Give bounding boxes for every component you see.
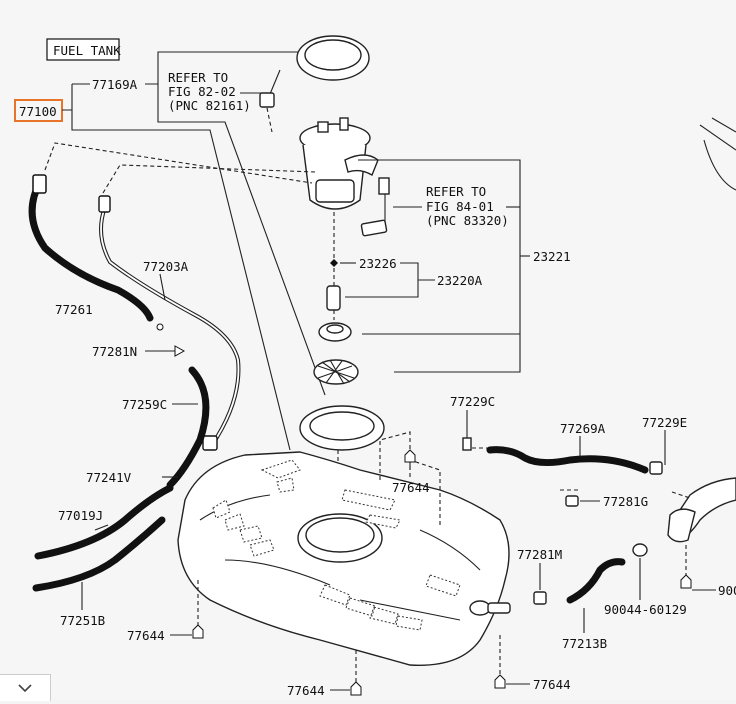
- ref2-line2: FIG 84-01: [426, 199, 494, 214]
- bracket-23221: [358, 159, 521, 373]
- clamp-77229E: [649, 461, 663, 475]
- ref1-line1: REFER TO: [168, 70, 228, 85]
- sender-connector: [259, 69, 281, 133]
- lock-ring: [296, 35, 370, 81]
- ref1-line3: (PNC 82161): [168, 98, 251, 113]
- callout-77259C[interactable]: 77259C: [122, 397, 167, 412]
- clamp-90044-60129: [632, 543, 648, 557]
- ref1-line2: FIG 82-02: [168, 84, 236, 99]
- pump-cushion: [318, 322, 352, 342]
- callout-77281G[interactable]: 77281G: [603, 494, 648, 509]
- callout-77229E[interactable]: 77229E: [642, 415, 687, 430]
- callout-77644-bottom-left[interactable]: 77644: [127, 628, 165, 643]
- fuel-tank-body: [177, 451, 511, 666]
- fuel-sender-gauge: [360, 177, 390, 237]
- fitting-77229C: [462, 437, 472, 451]
- dashed-leader-77203A: [102, 164, 316, 194]
- diagram-title: FUEL TANK: [46, 38, 121, 61]
- callout-900[interactable]: 900: [718, 583, 736, 598]
- callout-77241V[interactable]: 77241V: [86, 470, 132, 485]
- reference-note-fig84[interactable]: REFER TO FIG 84-01 (PNC 83320): [426, 184, 509, 228]
- callout-77169A[interactable]: 77169A: [92, 77, 138, 92]
- clamp-77281N: [174, 345, 186, 357]
- bolt-900: [680, 574, 692, 589]
- callout-90044-60129[interactable]: 90044-60129: [604, 602, 687, 617]
- clamp-77281G: [560, 489, 579, 507]
- reference-note-fig82[interactable]: REFER TO FIG 82-02 (PNC 82161): [168, 70, 251, 113]
- bolt-77644-bottom-left: [192, 624, 204, 639]
- selected-part-77100[interactable]: 77100: [14, 99, 63, 122]
- callout-23220A[interactable]: 23220A: [437, 273, 483, 288]
- hose-77259C: [166, 366, 210, 489]
- callout-77644-bottom-right[interactable]: 77644: [533, 677, 571, 692]
- diagram-title-text: FUEL TANK: [53, 43, 121, 58]
- hose-77269A: [486, 446, 649, 474]
- bolt-77644-middle: [404, 449, 416, 470]
- callout-77644-bottom[interactable]: 77644: [287, 683, 325, 698]
- hose-77213B: [566, 558, 626, 604]
- bolt-77644-bottom: [350, 681, 362, 696]
- bolt-77644-bottom-right: [494, 674, 506, 689]
- pump-gasket: [299, 405, 385, 451]
- dashed-leader-77261: [44, 142, 313, 184]
- hose-77019J: [34, 484, 174, 560]
- callout-23221[interactable]: 23221: [533, 249, 571, 264]
- chevron-down-icon: [18, 683, 32, 692]
- filter-23226: [330, 259, 338, 267]
- callout-77281N[interactable]: 77281N: [92, 344, 137, 359]
- callout-77251B[interactable]: 77251B: [60, 613, 105, 628]
- callout-77019J[interactable]: 77019J: [58, 508, 103, 523]
- filler-pipe: [667, 117, 736, 543]
- callout-77213B[interactable]: 77213B: [562, 636, 607, 651]
- expand-toggle[interactable]: [0, 674, 51, 701]
- callout-23226[interactable]: 23226: [359, 256, 397, 271]
- hose-77251B: [32, 516, 166, 592]
- pump-23220A: [326, 285, 341, 311]
- hose-77261: [28, 174, 154, 322]
- callout-77261[interactable]: 77261: [55, 302, 93, 317]
- pump-filter-mesh: [313, 359, 359, 385]
- ref2-line1: REFER TO: [426, 184, 486, 199]
- callout-77281M[interactable]: 77281M: [517, 547, 562, 562]
- ref2-line3: (PNC 83320): [426, 213, 509, 228]
- clamp-77281M: [533, 591, 547, 605]
- callout-77203A[interactable]: 77203A: [143, 259, 189, 274]
- fuel-pump-module: [299, 117, 379, 210]
- callout-77229C[interactable]: 77229C: [450, 394, 495, 409]
- callout-77269A[interactable]: 77269A: [560, 421, 606, 436]
- pipe-77203A: [98, 195, 241, 451]
- callout-77100[interactable]: 77100: [19, 104, 57, 119]
- callout-77644-middle[interactable]: 77644: [392, 480, 430, 495]
